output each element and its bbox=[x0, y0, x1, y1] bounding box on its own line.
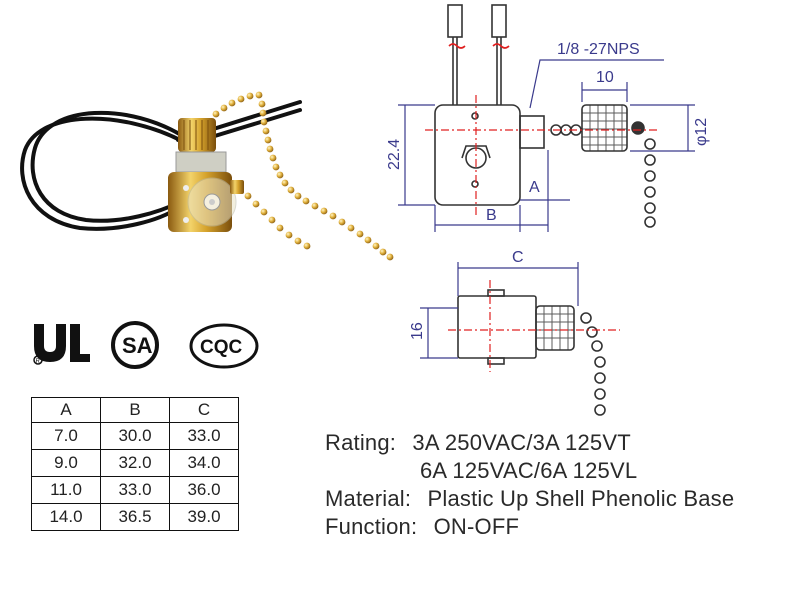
table-row: 14.0 36.5 39.0 bbox=[31, 503, 239, 531]
cell-a: 11.0 bbox=[31, 476, 101, 504]
cell-c: 36.0 bbox=[169, 476, 239, 504]
table-row: 11.0 33.0 36.0 bbox=[31, 476, 239, 504]
function-label: Function: bbox=[325, 514, 418, 539]
dim-10-label: 10 bbox=[596, 69, 614, 86]
cell-a: 7.0 bbox=[31, 422, 101, 450]
svg-text:SA: SA bbox=[122, 333, 153, 358]
header-b: B bbox=[100, 397, 170, 423]
side-view bbox=[457, 289, 606, 416]
front-chain bbox=[550, 124, 656, 228]
dim-phi12-label: φ12 bbox=[693, 118, 710, 146]
function-spec: Function: ON-OFF bbox=[325, 514, 519, 540]
rating-value-line1: 3A 250VAC/3A 125VT bbox=[412, 430, 631, 455]
table-header-row: A B C bbox=[31, 397, 239, 423]
function-value: ON-OFF bbox=[433, 514, 520, 539]
bead-chain bbox=[212, 91, 394, 261]
dimension-lines bbox=[398, 59, 695, 359]
cell-c: 33.0 bbox=[169, 422, 239, 450]
svg-text:R: R bbox=[36, 359, 41, 365]
dim-b-label: B bbox=[486, 207, 497, 224]
table-row: 9.0 32.0 34.0 bbox=[31, 449, 239, 477]
rating-spec-line2: 6A 125VAC/6A 125VL bbox=[420, 458, 637, 484]
dim-22-4-label: 22.4 bbox=[386, 139, 403, 170]
rating-value-line2: 6A 125VAC/6A 125VL bbox=[420, 458, 638, 483]
table-row: 7.0 30.0 33.0 bbox=[31, 422, 239, 450]
dim-thread-label: 1/8 -27NPS bbox=[557, 41, 640, 58]
material-value: Plastic Up Shell Phenolic Base bbox=[427, 486, 735, 511]
ul-mark-logo: R bbox=[33, 324, 90, 365]
front-view bbox=[434, 104, 656, 228]
cqc-mark-text: CQC bbox=[200, 337, 243, 358]
header-a: A bbox=[31, 397, 101, 423]
cell-b: 33.0 bbox=[100, 476, 170, 504]
technical-drawing: 1/8 -27NPS 10 22.4 φ12 A B C 16 bbox=[386, 4, 710, 416]
rating-label: Rating: bbox=[325, 430, 397, 455]
brass-nut bbox=[178, 118, 216, 152]
switch-body bbox=[168, 151, 237, 232]
cqc-mark-logo: CQC bbox=[189, 323, 259, 369]
csa-mark-logo: SA bbox=[111, 321, 159, 369]
cell-c: 39.0 bbox=[169, 503, 239, 531]
wire-leads bbox=[20, 100, 302, 231]
material-spec: Material: Plastic Up Shell Phenolic Base bbox=[325, 486, 734, 512]
cell-b: 30.0 bbox=[100, 422, 170, 450]
dim-16-label: 16 bbox=[409, 322, 426, 340]
dim-c-label: C bbox=[512, 249, 524, 266]
cell-b: 32.0 bbox=[100, 449, 170, 477]
drawing-wire-leads bbox=[447, 4, 510, 105]
cell-a: 9.0 bbox=[31, 449, 101, 477]
center-lines bbox=[425, 95, 660, 372]
cell-b: 36.5 bbox=[100, 503, 170, 531]
side-chain bbox=[580, 312, 606, 416]
header-c: C bbox=[169, 397, 239, 423]
dimension-table: A B C 7.0 30.0 33.0 9.0 32.0 34.0 11.0 3… bbox=[31, 397, 239, 531]
dim-a-label: A bbox=[529, 179, 540, 196]
material-label: Material: bbox=[325, 486, 412, 511]
rating-spec: Rating: 3A 250VAC/3A 125VT bbox=[325, 430, 631, 456]
product-photo bbox=[20, 91, 394, 261]
cell-c: 34.0 bbox=[169, 449, 239, 477]
cell-a: 14.0 bbox=[31, 503, 101, 531]
